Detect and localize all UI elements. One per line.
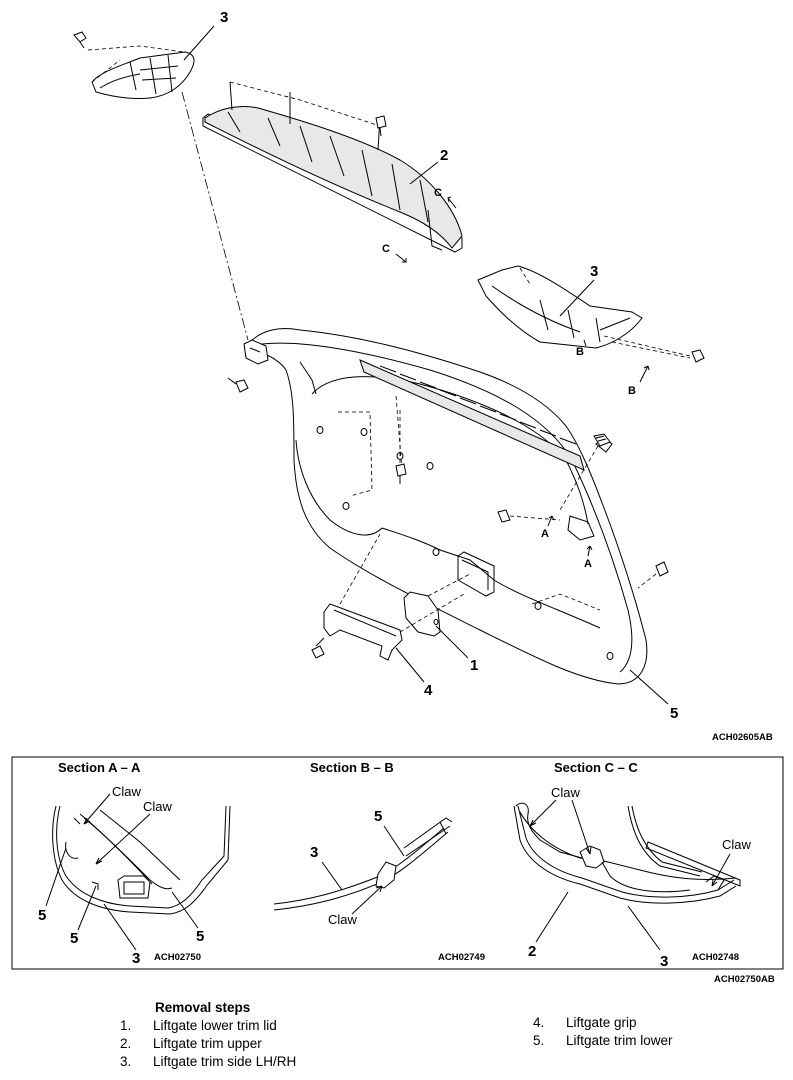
section-a-code: ACH02750: [154, 952, 201, 963]
section-b-callout-3: 3: [310, 844, 318, 861]
section-c-claw-label-2: Claw: [722, 837, 752, 852]
section-a-callout-5-left: 5: [38, 907, 46, 924]
section-a-callout-3: 3: [132, 950, 140, 967]
clip-part-2: [375, 115, 387, 137]
section-a-callout-5-bottom: 5: [70, 930, 78, 947]
callout-4: 4: [424, 682, 433, 699]
section-c-callout-2: 2: [528, 943, 536, 960]
part-3-side-trim-right: [477, 265, 643, 349]
alignment-line-part-3: [181, 91, 249, 341]
callout-2: 2: [440, 147, 448, 164]
section-c-title: Section C – C: [554, 760, 638, 775]
section-ref-a-right: A: [584, 558, 592, 570]
part-4-liftgate-grip: [323, 533, 465, 661]
clip-part-5-center: [395, 410, 407, 484]
section-b-claw-label: Claw: [328, 912, 358, 927]
callout-3-right: 3: [590, 263, 598, 280]
part-5-lower-trim: [243, 328, 648, 685]
section-b-code: ACH02749: [438, 952, 485, 963]
clip-part-5-left: [227, 377, 249, 393]
section-ref-b-upper: B: [576, 346, 584, 358]
removal-step-1: 1.Liftgate lower trim lid: [120, 1018, 277, 1033]
section-a-drawing: [52, 805, 231, 915]
clip-part-5-right: [637, 561, 669, 589]
section-a-claw-label-2: Claw: [143, 799, 173, 814]
callout-1: 1: [470, 657, 478, 674]
section-a-claw-label-1: Claw: [112, 784, 142, 799]
clip-part-3-right: [603, 335, 705, 363]
main-diagram-code: ACH02605AB: [712, 732, 773, 743]
section-c-claw-label-1: Claw: [551, 785, 581, 800]
connector-block: [559, 433, 611, 511]
section-ref-c-lower: C: [382, 243, 390, 255]
clip-part-5-mid-right: [497, 509, 561, 523]
section-b-title: Section B – B: [310, 760, 394, 775]
section-b-drawing: [273, 817, 453, 911]
section-ref-b-lower: B: [628, 385, 636, 397]
section-c-callout-3: 3: [660, 953, 668, 970]
section-a-title: Section A – A: [58, 760, 141, 775]
section-frame-code: ACH02750AB: [714, 974, 775, 985]
removal-step-4: 4.Liftgate grip: [533, 1015, 637, 1030]
callout-5: 5: [670, 705, 678, 722]
section-ref-a-left: A: [541, 528, 549, 540]
removal-step-2: 2.Liftgate trim upper: [120, 1036, 262, 1051]
section-b-callout-5: 5: [374, 808, 382, 825]
removal-step-5: 5.Liftgate trim lower: [533, 1033, 673, 1048]
section-a-callout-5-right: 5: [196, 928, 204, 945]
clip-part-3-top: [73, 31, 87, 49]
part-3-side-trim-left: [87, 45, 195, 99]
removal-step-3: 3.Liftgate trim side LH/RH: [120, 1054, 297, 1069]
section-c-code: ACH02748: [692, 952, 739, 963]
section-views-frame: [11, 756, 784, 970]
section-c-drawing: [513, 802, 741, 904]
section-ref-c-upper: C: [434, 187, 442, 199]
part-2-upper-trim: [202, 81, 463, 253]
screw-part-4: [311, 637, 325, 659]
removal-steps-title: Removal steps: [155, 1000, 251, 1015]
part-1-lower-trim-lid: [403, 573, 471, 637]
callout-3-top: 3: [220, 9, 228, 26]
